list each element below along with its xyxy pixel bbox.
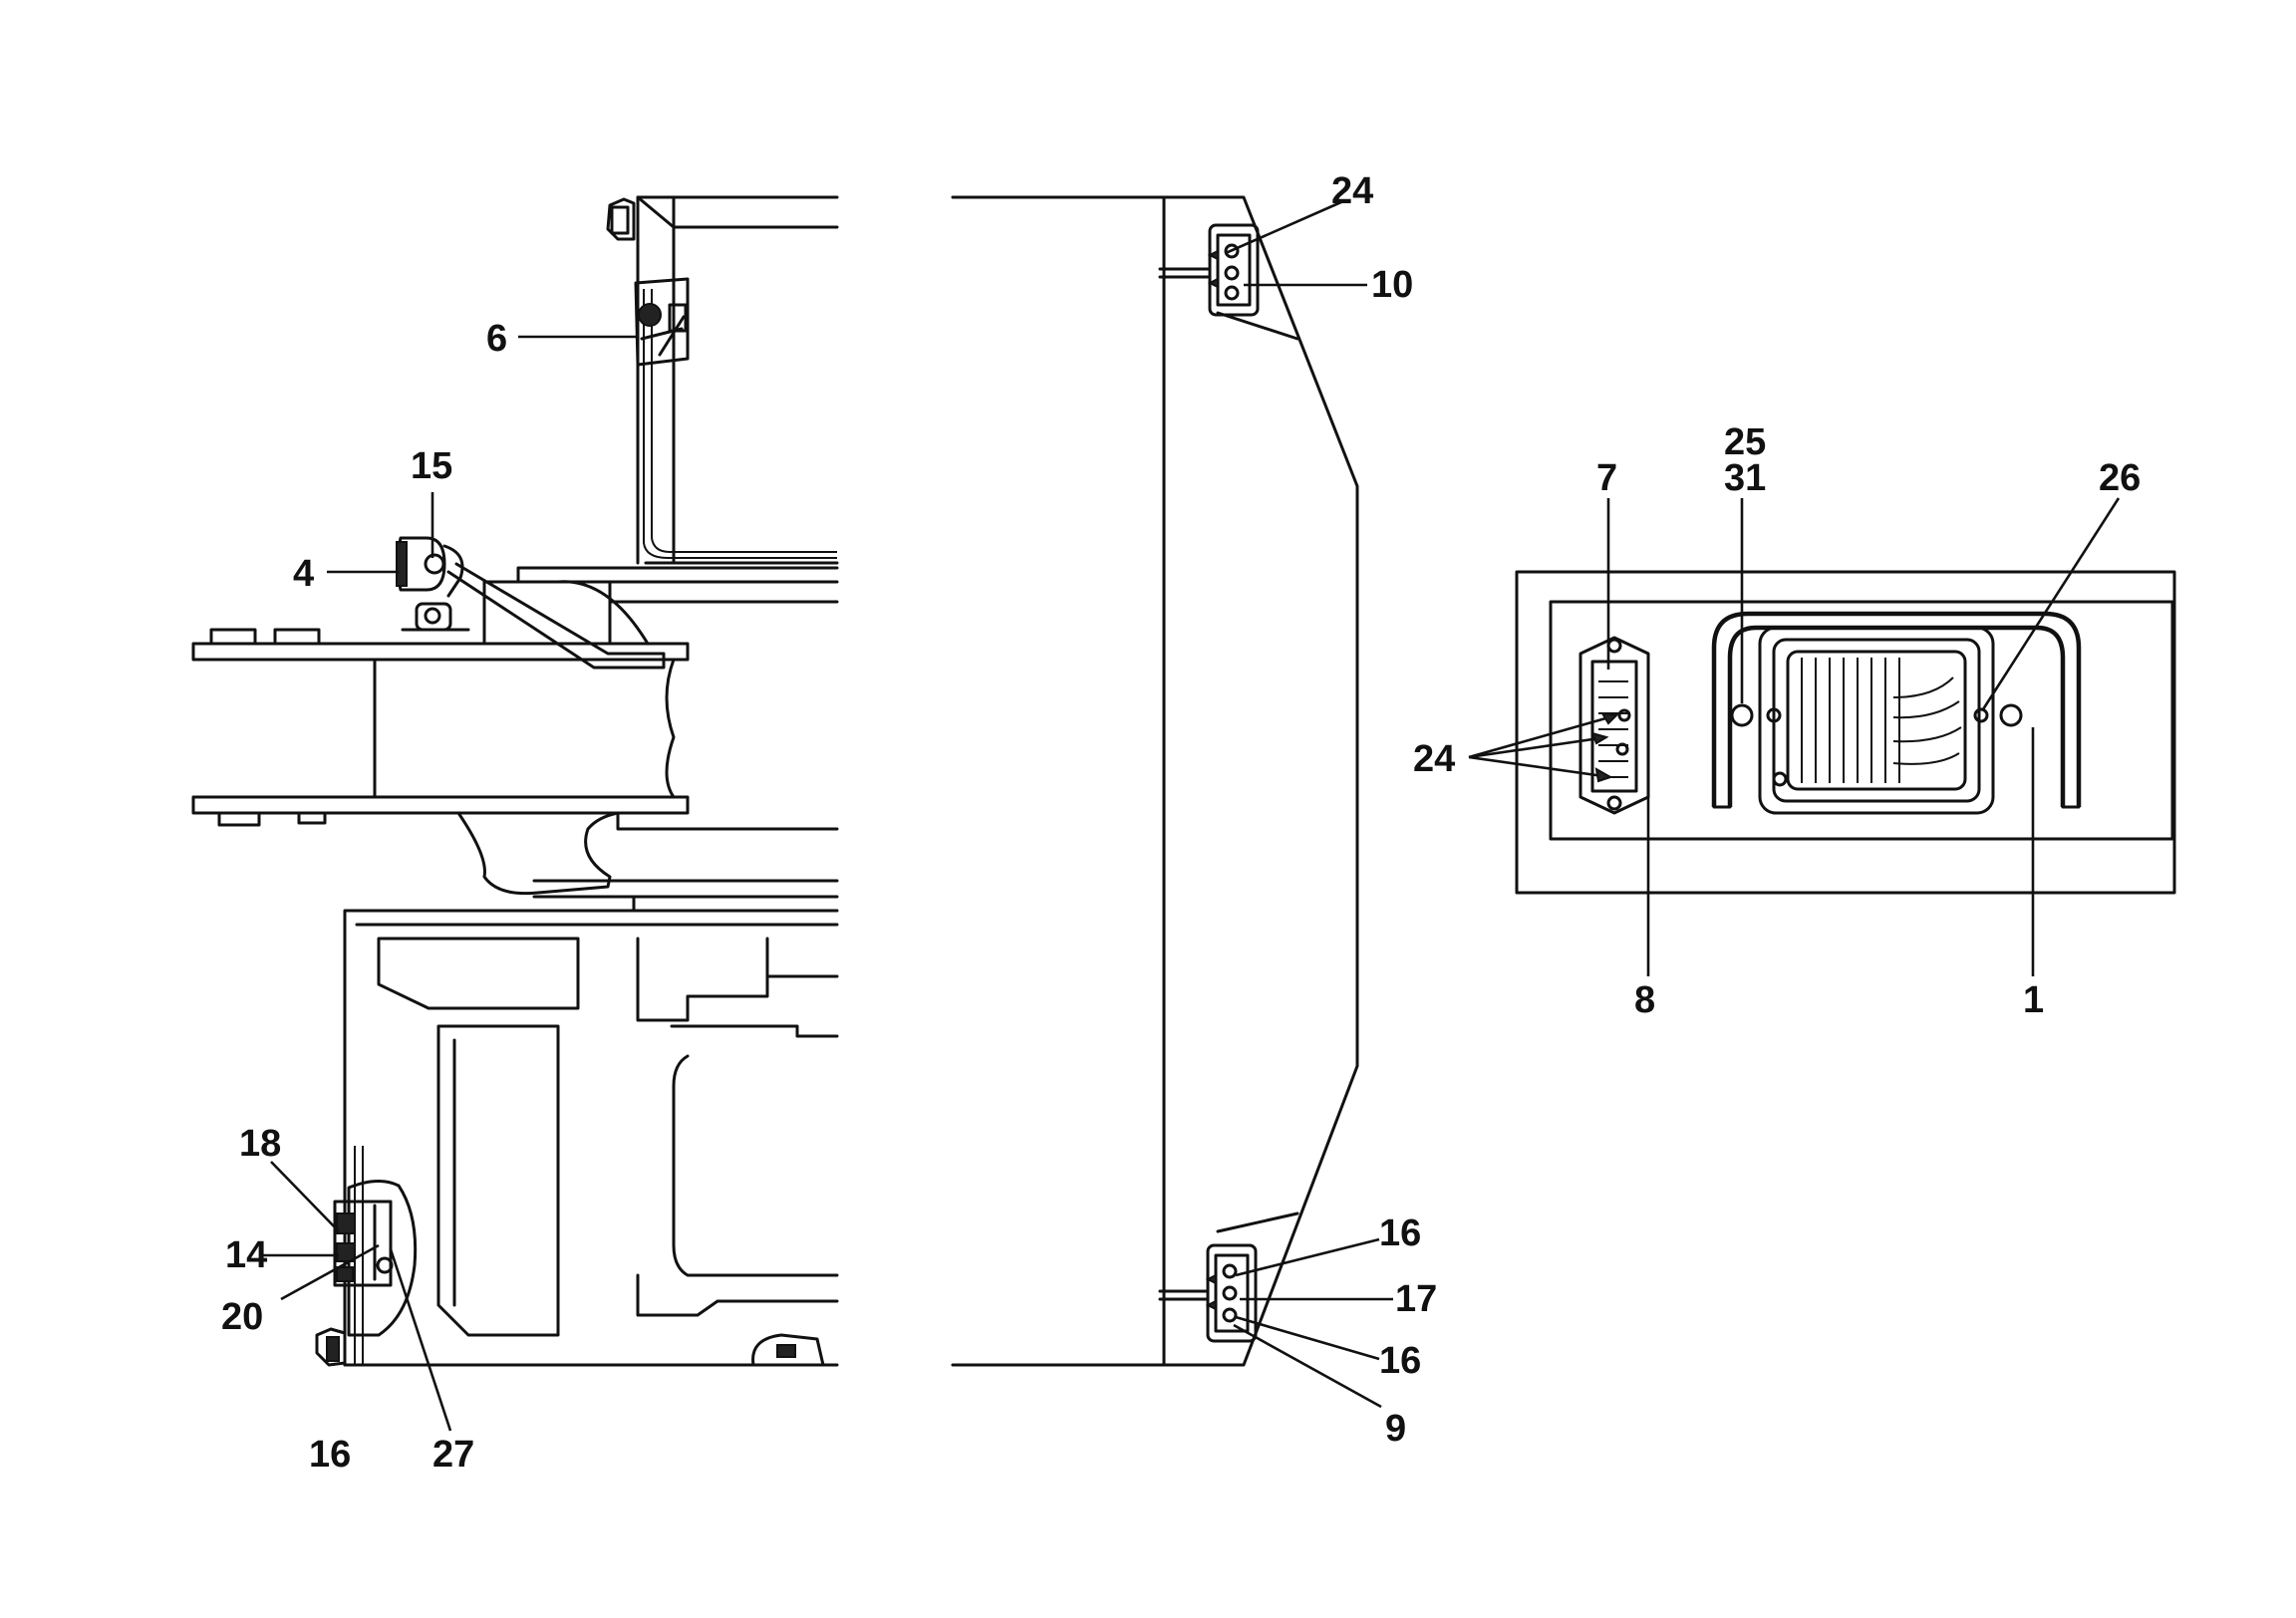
middle-panel-view [951, 195, 1359, 1367]
callout-31: 31 [1724, 457, 1766, 499]
callout-9: 9 [1385, 1408, 1406, 1450]
callout-24-top: 24 [1331, 170, 1373, 212]
callout-18: 18 [239, 1123, 281, 1165]
callout-17: 17 [1395, 1278, 1437, 1320]
callout-8: 8 [1634, 979, 1655, 1021]
connector-10 [1158, 223, 1260, 317]
right-lamp-panel [1515, 570, 2176, 895]
callout-16-left: 16 [309, 1434, 351, 1476]
callout-10: 10 [1371, 264, 1413, 306]
callout-20: 20 [221, 1296, 263, 1338]
callout-25: 25 [1724, 421, 1766, 463]
callout-14: 14 [225, 1234, 267, 1276]
leader-lines [263, 199, 2121, 1432]
work-lamp-4 [396, 536, 470, 632]
callout-7: 7 [1596, 457, 1617, 499]
callout-4: 4 [293, 553, 314, 595]
callout-15: 15 [411, 445, 452, 487]
callout-1: 1 [2023, 979, 2044, 1021]
plate-lamp-7 [1578, 636, 1650, 815]
callout-27: 27 [432, 1434, 474, 1476]
guard-bracket-1 [1711, 611, 2082, 809]
left-side-view [191, 195, 839, 1367]
callout-26: 26 [2099, 457, 2141, 499]
connector-9 [1158, 1243, 1258, 1343]
callout-labels: 6 15 4 18 14 20 16 27 24 10 16 17 16 9 7… [221, 170, 2141, 1476]
callout-6: 6 [486, 318, 507, 360]
callout-16-upper: 16 [1379, 1213, 1421, 1254]
callout-16-lower: 16 [1379, 1340, 1421, 1382]
main-lamp [1730, 626, 2023, 815]
rear-light-cluster [333, 1180, 418, 1337]
callout-24-right: 24 [1413, 738, 1455, 780]
